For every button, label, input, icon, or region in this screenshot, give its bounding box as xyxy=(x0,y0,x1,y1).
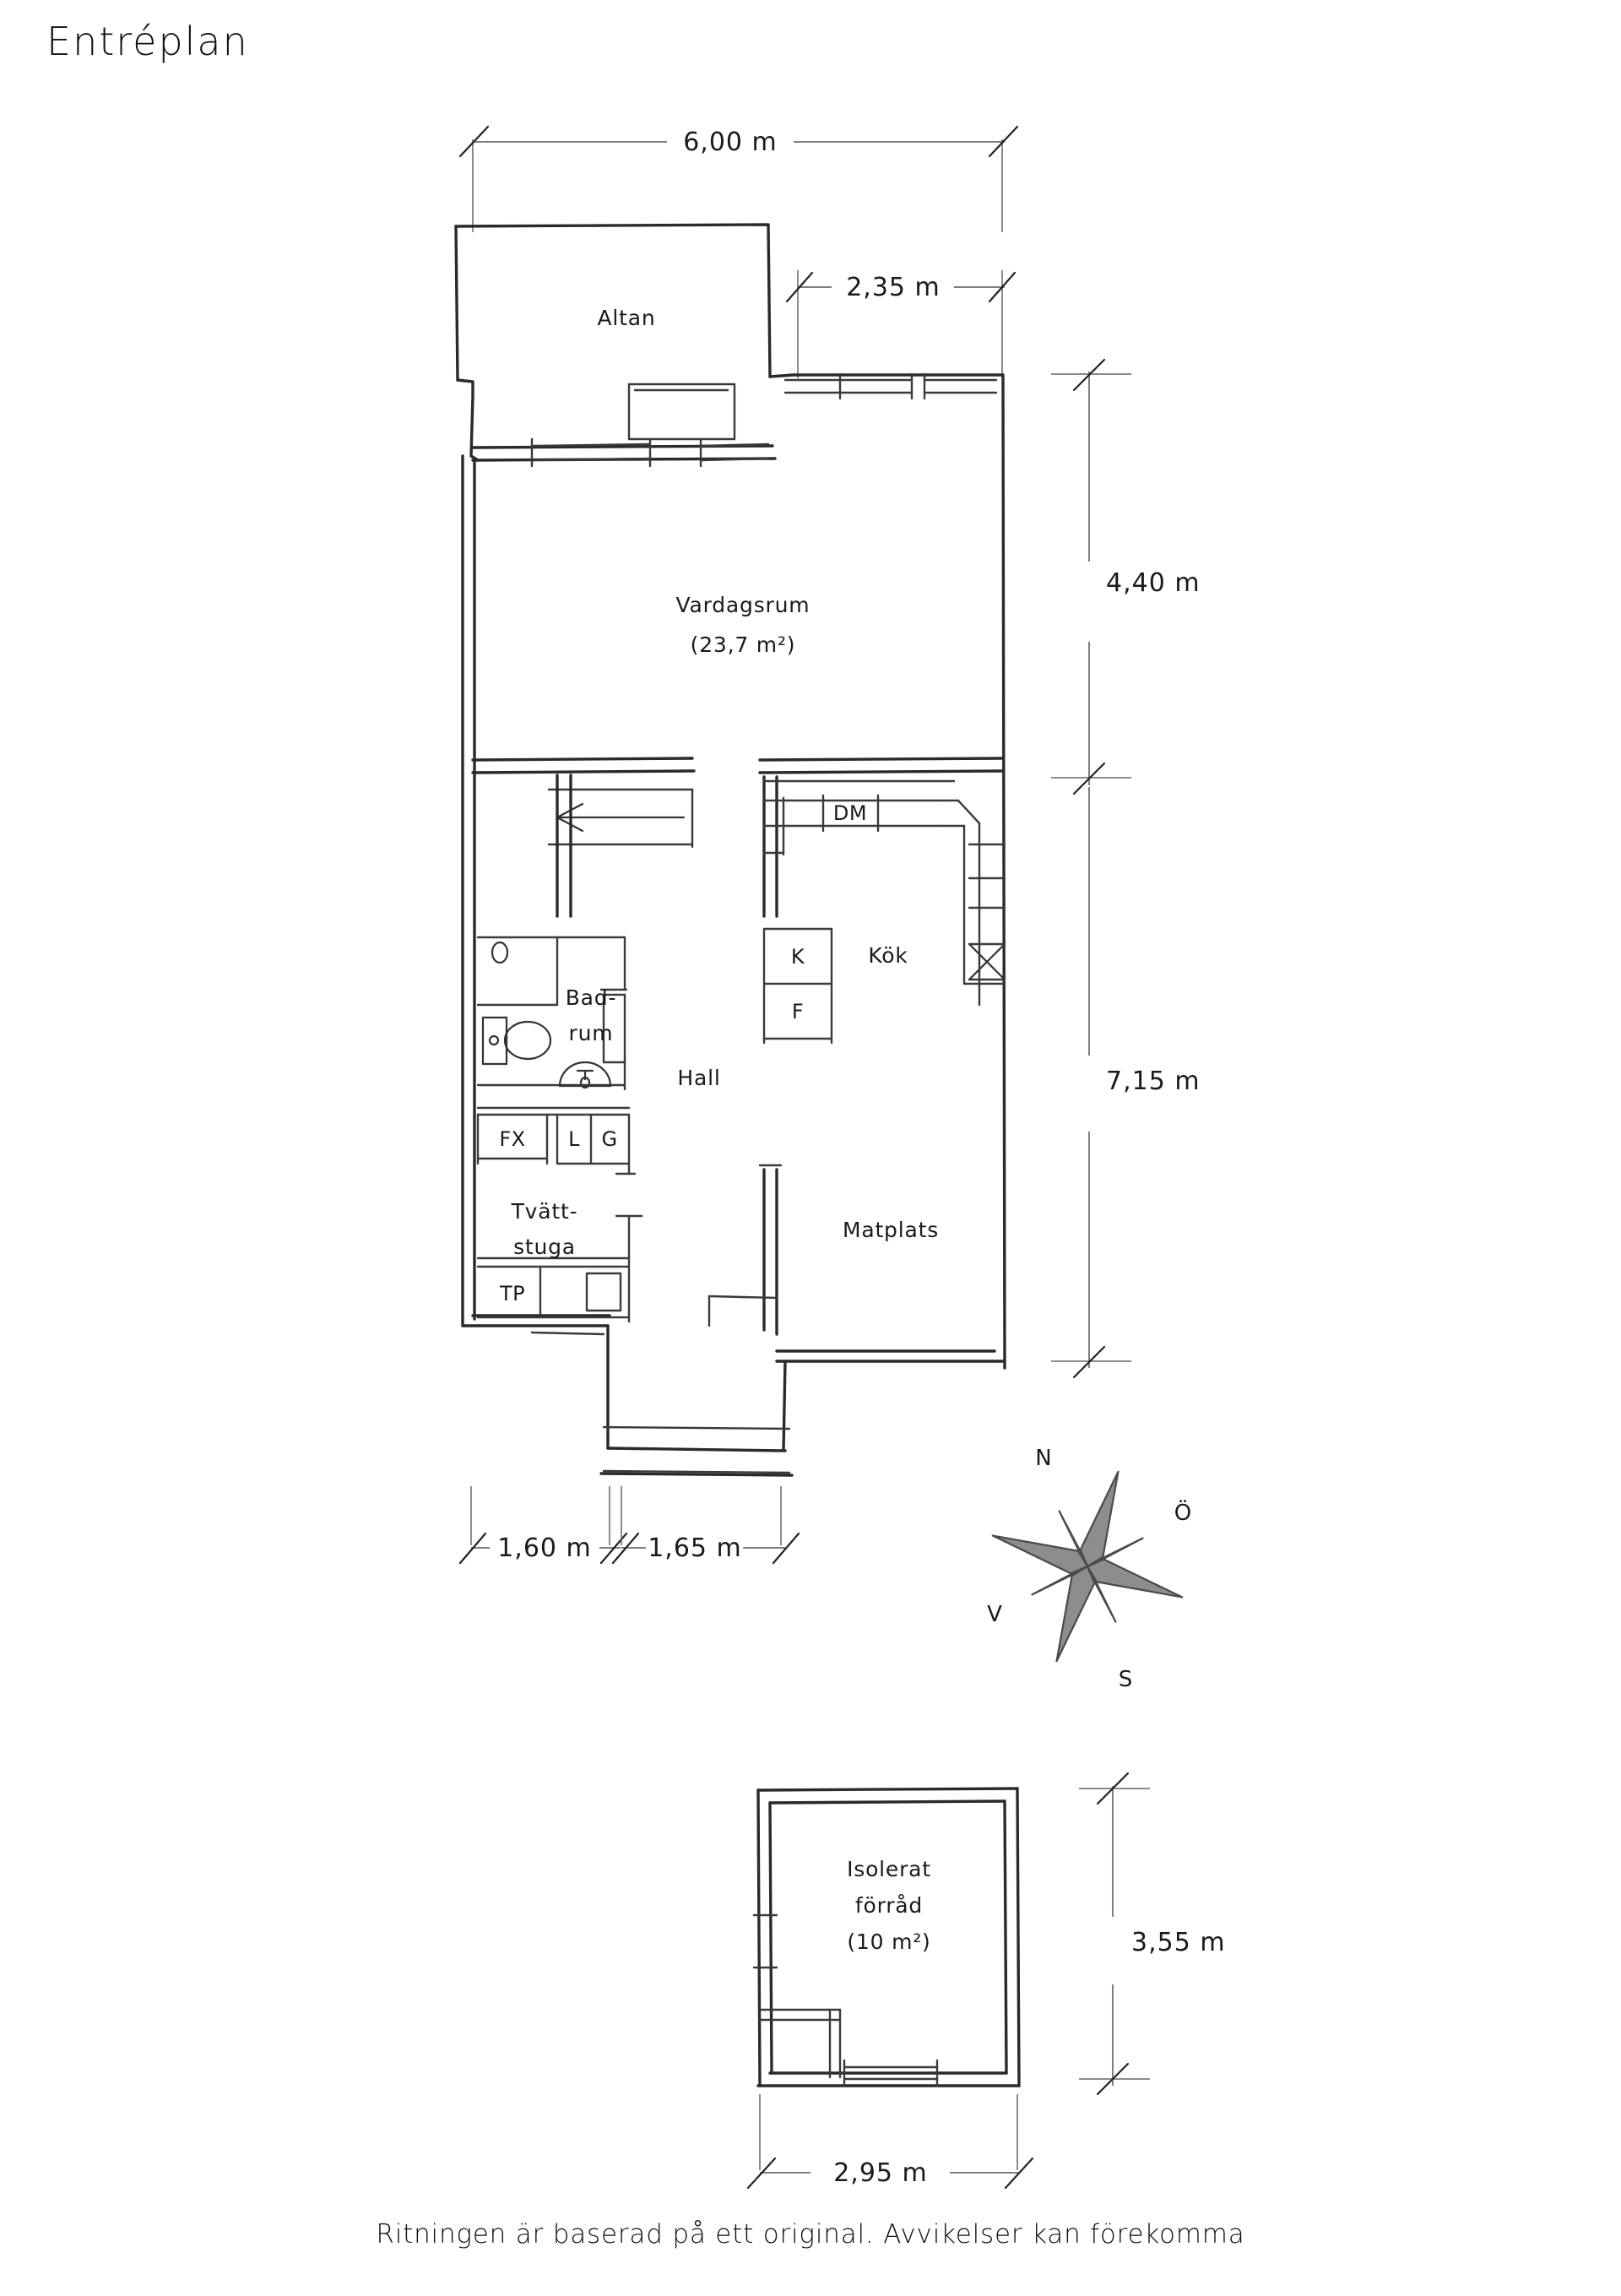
room-label-forrad-line2: förråd xyxy=(855,1893,923,1918)
compass-label-west: V xyxy=(987,1602,1002,1627)
room-label-matplats: Matplats xyxy=(843,1218,939,1242)
dimension-label-bottom-right: 1,65 m xyxy=(648,1533,742,1563)
dimension-label-right-lower: 7,15 m xyxy=(1106,1067,1201,1096)
room-area-vardagsrum: (23,7 m²) xyxy=(691,632,796,657)
dimension-storage-bottom: 2,95 m xyxy=(746,2094,1034,2190)
room-label-vardagsrum: Vardagsrum xyxy=(676,593,810,617)
dimension-label-right-upper: 4,40 m xyxy=(1106,568,1201,598)
appliance-label-k: K xyxy=(791,945,805,969)
compass-label-north: N xyxy=(1035,1446,1051,1471)
room-label-hall: Hall xyxy=(677,1066,720,1090)
dimension-label-bottom-left: 1,60 m xyxy=(497,1533,592,1563)
dimension-bottom-left: 1,60 m xyxy=(458,1486,628,1565)
room-label-badrum-line1: Bad- xyxy=(566,985,617,1010)
appliance-label-dm: DM xyxy=(833,801,867,825)
page-title: Entréplan xyxy=(46,19,249,64)
room-label-tvattstuga-line2: stuga xyxy=(513,1235,576,1259)
appliance-label-g: G xyxy=(601,1127,617,1151)
appliance-label-f: F xyxy=(792,1000,804,1023)
room-label-tvattstuga-line1: Tvätt- xyxy=(511,1199,578,1224)
dimension-label-storage-right: 3,55 m xyxy=(1131,1928,1226,1957)
room-area-forrad: (10 m²) xyxy=(847,1930,930,1954)
room-label-badrum-line2: rum xyxy=(569,1021,614,1045)
building-outline-main xyxy=(454,223,1006,1477)
room-laundry-fixtures: TP xyxy=(476,1214,643,1336)
dimension-label-top-overall: 6,00 m xyxy=(683,128,778,157)
walls-hall xyxy=(547,773,783,1336)
compass-label-south: S xyxy=(1119,1667,1133,1692)
compass-label-east: Ö xyxy=(1174,1499,1191,1526)
building-outline-storage xyxy=(752,1787,1021,2087)
dimension-top-overall: 6,00 m xyxy=(458,125,1019,232)
appliance-label-tp: TP xyxy=(499,1282,525,1305)
dimension-storage-right: 3,55 m xyxy=(1079,1772,1226,2096)
dimension-label-top-partial: 2,35 m xyxy=(846,273,941,302)
dimension-right-upper: 4,40 m xyxy=(1051,358,1201,795)
dimension-right-lower: 7,15 m xyxy=(1051,787,1201,1379)
room-label-kok: Kök xyxy=(868,943,908,968)
appliance-row-laundry: FX L G xyxy=(476,1113,637,1175)
appliance-label-l: L xyxy=(568,1127,580,1151)
dimension-label-storage-bottom: 2,95 m xyxy=(833,2158,928,2188)
footer-note: Ritningen är baserad på ett original. Av… xyxy=(376,2219,1245,2250)
walls-living-room xyxy=(471,372,1005,774)
compass-rose: N Ö S V xyxy=(987,1446,1191,1692)
room-label-forrad-line1: Isolerat xyxy=(847,1857,931,1881)
dimension-bottom-right: 1,65 m xyxy=(611,1486,800,1565)
appliance-label-fx: FX xyxy=(499,1127,525,1151)
room-label-altan: Altan xyxy=(597,306,655,330)
dimension-top-partial: 2,35 m xyxy=(785,270,1017,378)
room-bathroom-fixtures xyxy=(476,936,631,1110)
room-kitchen-fixtures: DM K F xyxy=(762,779,1006,1045)
